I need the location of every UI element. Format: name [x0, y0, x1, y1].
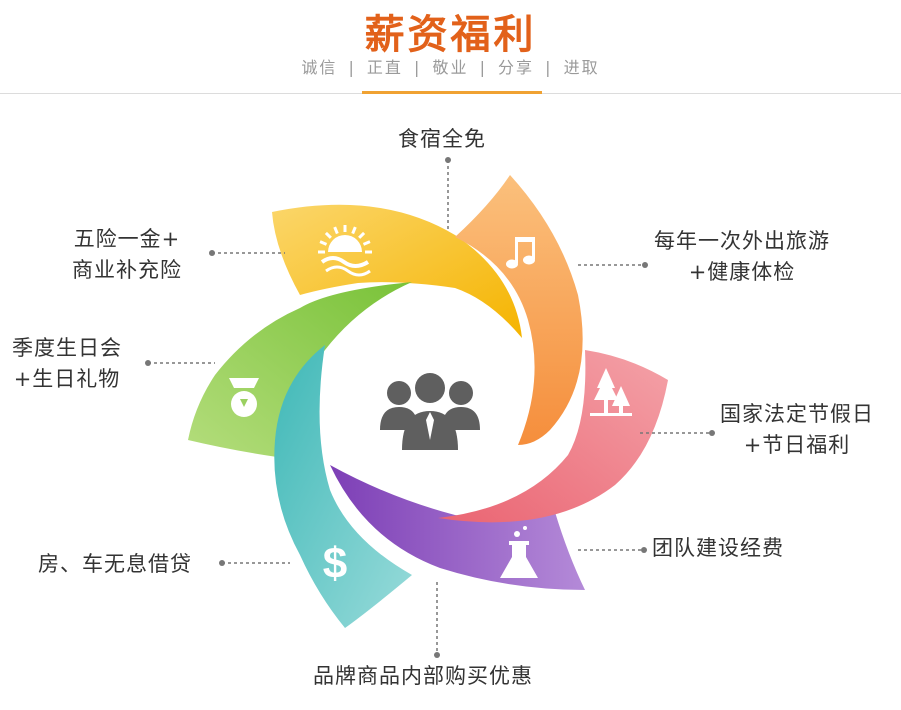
connector-insurance — [209, 250, 285, 256]
label-insurance: 五险一金+商业补充险 — [72, 227, 182, 282]
header-underline — [362, 91, 542, 94]
flask-icon — [500, 526, 538, 578]
medal-icon — [229, 378, 259, 417]
label-holiday: 国家法定节假日+节日福利 — [720, 402, 874, 457]
connector-loan — [219, 560, 290, 566]
label-birthday: 季度生日会+生日礼物 — [12, 336, 122, 391]
label-food: 食宿全免 — [398, 127, 486, 151]
people-group-icon — [380, 373, 480, 450]
sun-wave-icon — [318, 225, 372, 277]
petal-teal — [274, 345, 412, 628]
trees-icon — [590, 368, 632, 416]
page-title: 薪资福利 — [364, 12, 537, 58]
label-loan: 房、车无息借贷 — [38, 552, 192, 576]
connector-travel — [578, 262, 648, 268]
dollar-icon: $ — [323, 539, 347, 588]
petal-yellow — [272, 204, 522, 338]
label-team: 团队建设经费 — [652, 536, 784, 560]
connector-team — [578, 547, 647, 553]
label-shopping: 品牌商品内部购买优惠 — [313, 664, 533, 688]
petal-orange — [455, 175, 583, 445]
connector-holiday — [640, 430, 715, 436]
connector-shopping — [434, 582, 440, 658]
connector-food — [445, 157, 451, 232]
label-travel: 每年一次外出旅游+健康体检 — [654, 229, 830, 284]
music-note-icon — [506, 237, 535, 269]
connector-birthday — [145, 360, 215, 366]
page-subtitle: 诚信 | 正直 | 敬业 | 分享 | 进取 — [301, 58, 600, 77]
